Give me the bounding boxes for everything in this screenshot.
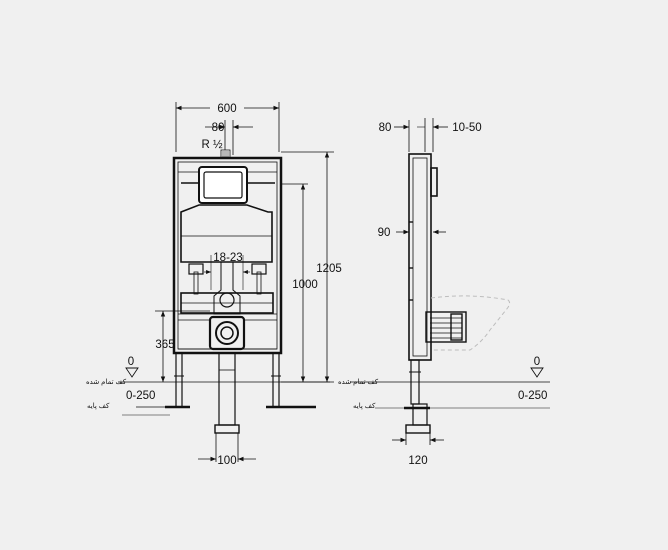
side-bottom-label: 120	[408, 455, 427, 467]
floor-lines-side: 0 کف تمام شده 0-250 کف پایه	[338, 356, 550, 410]
dimension-top-side: 80 10-50	[379, 118, 482, 152]
dimension-heights: 1205 1000	[281, 151, 342, 383]
pipe-label: R ½	[201, 139, 223, 151]
base-floor-label: کف پایه	[87, 402, 110, 410]
dimension-depth-90: 90	[378, 227, 446, 239]
side-top-left-label: 80	[379, 122, 392, 134]
height-1205-label: 1205	[316, 263, 342, 275]
floor-lines-front: 0 کف تمام شده 0-250 کف پایه	[86, 356, 330, 416]
inlet-label: 80	[212, 122, 225, 134]
dimension-365: 365	[155, 310, 210, 382]
range-label: 0-250	[126, 390, 155, 402]
front-view: 600 80 R ½	[86, 101, 342, 467]
side-view: 80 10-50 90	[338, 118, 550, 467]
dimension-bottom-120: 120	[392, 437, 444, 467]
dimension-bottom-100: 100	[198, 455, 256, 467]
height-365-label: 365	[155, 339, 174, 351]
side-legs	[404, 359, 431, 445]
frame: 18-23	[172, 156, 283, 355]
finished-floor-label: کف تمام شده	[86, 378, 127, 386]
side-zero-label: 0	[534, 356, 540, 368]
side-depth-label: 90	[378, 227, 391, 239]
height-1000-label: 1000	[292, 279, 318, 291]
side-finished-floor-label: کف تمام شده	[338, 378, 379, 386]
width-label: 600	[217, 103, 236, 115]
dimension-width-600: 600	[175, 101, 280, 152]
side-top-right-label: 10-50	[452, 122, 481, 134]
bottom-label: 100	[217, 455, 236, 467]
side-range-label: 0-250	[518, 390, 547, 402]
legs	[136, 352, 316, 462]
side-base-floor-label: کف پایه	[353, 402, 376, 410]
spacing-label: 18-23	[213, 252, 242, 264]
side-frame	[408, 153, 511, 361]
zero-label: 0	[128, 356, 134, 368]
dimension-inlet-80: 80	[205, 120, 253, 155]
